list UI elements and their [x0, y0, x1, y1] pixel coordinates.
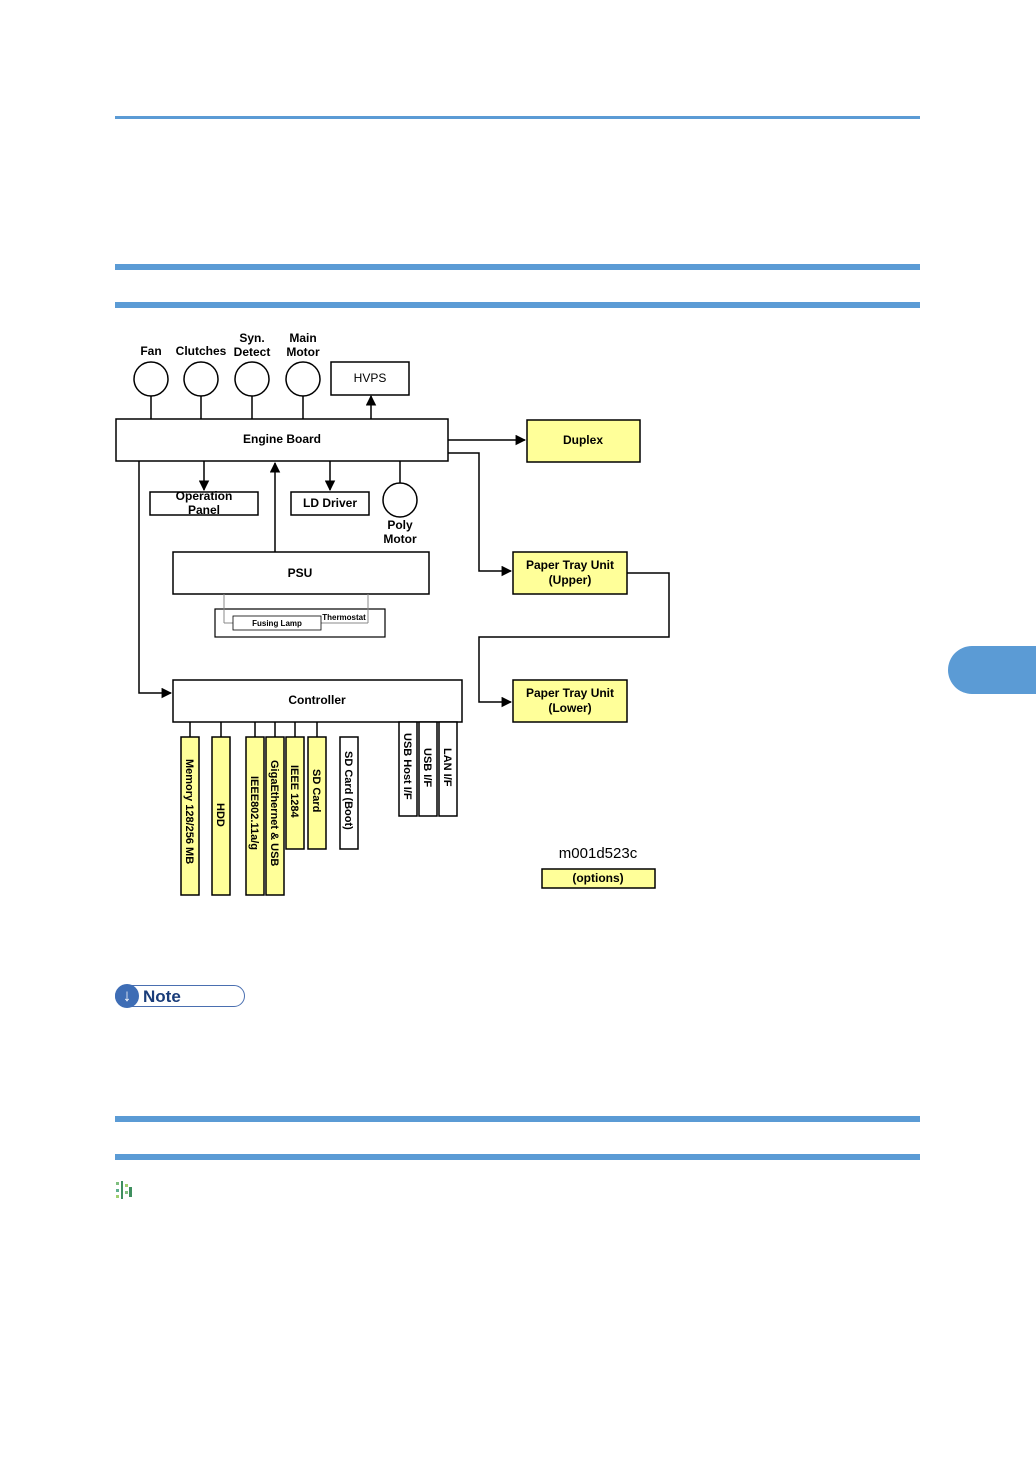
header-rule — [115, 116, 920, 119]
paper-tray-lower-label-1: Paper Tray Unit — [526, 686, 614, 700]
usb-host-slot — [398, 721, 418, 817]
hvps-box — [330, 361, 410, 396]
fusing-lamp-label: Fusing Lamp — [252, 619, 302, 628]
engine-to-controller-arrow — [138, 461, 173, 699]
syn-detect-label-1: Syn. — [239, 331, 264, 345]
duplex-box — [526, 419, 641, 463]
memory-slot — [180, 736, 200, 896]
poly-motor-label-1: Poly — [387, 518, 413, 532]
ld-driver-label: LD Driver — [303, 496, 357, 510]
note-badge: ↓ Note — [115, 984, 245, 1008]
section-rule-2-bottom — [115, 1154, 920, 1160]
clutches-label: Clutches — [176, 344, 227, 358]
usb-if-slot-label: USB I/F — [421, 748, 433, 787]
fan-label: Fan — [140, 344, 161, 358]
controller-label: Controller — [288, 693, 346, 707]
hdd-slot — [211, 736, 231, 896]
operation-panel-label-1: Operation — [176, 489, 233, 503]
note-label: Note — [143, 987, 181, 1006]
usb-if-slot — [418, 721, 438, 817]
controller-box — [172, 679, 463, 723]
hvps-label: HVPS — [354, 371, 387, 385]
section-rule-bottom — [115, 302, 920, 308]
duplex-label: Duplex — [563, 433, 603, 447]
lan-if-slot — [438, 721, 458, 817]
paper-tray-upper-label-2: (Upper) — [549, 573, 592, 587]
gigaethernet-slot-label: GigaEthernet & USB — [268, 760, 280, 866]
psu-label: PSU — [288, 566, 313, 580]
ieee1284-slot — [285, 736, 305, 850]
engine-board-label: Engine Board — [243, 432, 321, 446]
engine-to-tray-upper-arrow — [448, 452, 513, 577]
ld-driver-box — [290, 491, 370, 516]
hdd-slot-label: HDD — [214, 803, 226, 827]
lan-if-slot-label: LAN I/F — [441, 748, 453, 787]
options-legend-label: (options) — [572, 871, 623, 885]
syn-detect-label-2: Detect — [234, 345, 271, 359]
sd-card-slot-label: SD Card — [310, 769, 322, 812]
figure-id: m001d523c — [559, 845, 638, 862]
wireless-slot-label: IEEE802.11a/g — [248, 776, 260, 850]
usb-host-slot-label: USB Host I/F — [401, 733, 413, 800]
chapter-tab — [948, 646, 1036, 694]
options-legend-box — [541, 868, 656, 889]
down-arrow-icon: ↓ — [115, 984, 139, 1008]
diagram-thumbnail-icon — [116, 1181, 132, 1199]
paper-tray-upper-label-1: Paper Tray Unit — [526, 558, 614, 572]
operation-panel-label-2: Panel — [188, 503, 220, 517]
paper-tray-lower-box — [512, 679, 628, 723]
engine-board-box — [115, 418, 449, 462]
psu-box — [172, 551, 430, 595]
ieee1284-slot-label: IEEE 1284 — [288, 765, 300, 818]
operation-panel-box — [149, 491, 259, 516]
main-motor-circle — [285, 361, 321, 397]
main-motor-label-1: Main — [289, 331, 316, 345]
fusing-lamp-box — [232, 615, 322, 631]
syn-detect-circle — [234, 361, 270, 397]
tray-upper-to-lower-arrow — [478, 572, 670, 708]
fan-circle — [133, 361, 169, 397]
main-motor-label-2: Motor — [286, 345, 320, 359]
gigaethernet-slot — [265, 736, 285, 896]
section-rule-top — [115, 264, 920, 270]
paper-tray-lower-label-2: (Lower) — [548, 701, 591, 715]
sd-card-boot-slot — [339, 736, 359, 850]
memory-slot-label: Memory 128/256 MB — [183, 759, 195, 864]
poly-motor-label-2: Motor — [383, 532, 417, 546]
clutches-circle — [183, 361, 219, 397]
sd-card-slot — [307, 736, 327, 850]
section-rule-2-top — [115, 1116, 920, 1122]
paper-tray-upper-box — [512, 551, 628, 595]
wireless-slot — [245, 736, 265, 896]
poly-motor-circle — [382, 482, 418, 518]
sd-card-boot-slot-label: SD Card (Boot) — [342, 751, 354, 830]
thermostat-label: Thermostat — [322, 613, 366, 622]
